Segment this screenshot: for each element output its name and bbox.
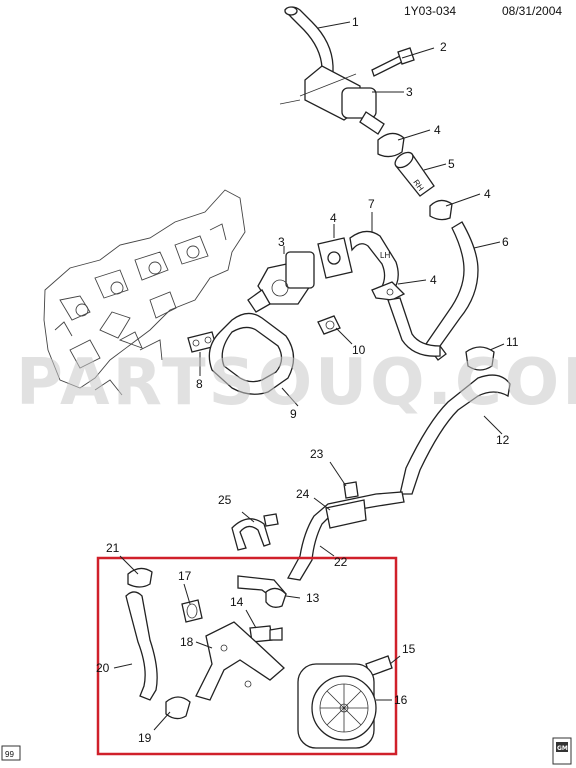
corner-badge-logo (556, 742, 568, 752)
callout-16: 16 (394, 693, 408, 707)
part-3-valve-lower (247, 251, 315, 313)
part-14-bolt (249, 625, 283, 643)
callout-18: 18 (180, 635, 194, 649)
callout-14: 14 (230, 595, 244, 609)
callout-1: 1 (352, 15, 359, 29)
callout-6: 6 (502, 235, 509, 249)
callout-23: 23 (310, 447, 324, 461)
part-22-pipe (286, 491, 405, 581)
callout-4-a: 4 (434, 123, 441, 137)
part-12-hose (399, 374, 511, 495)
part-11-clamp (465, 346, 495, 371)
callout-24: 24 (296, 487, 310, 501)
callouts: 1 2 3 4 5 4 6 7 4 3 4 10 8 9 11 12 23 24… (96, 15, 519, 745)
part-4-clamp-b (429, 199, 453, 221)
part-17-grommet (181, 599, 203, 623)
callout-2: 2 (440, 40, 447, 54)
callout-7: 7 (368, 197, 375, 211)
engine-block (43, 189, 246, 396)
part-lh-pipe (387, 297, 441, 357)
part-16-air-pump (297, 663, 377, 749)
part-23-nut (343, 481, 359, 499)
callout-5: 5 (448, 157, 455, 171)
part-4-bracket-d (371, 281, 406, 301)
callout-3-lower: 3 (278, 235, 285, 249)
callout-3-upper: 3 (406, 85, 413, 99)
part-6-pipe (425, 221, 479, 361)
part-4-bracket-c (317, 237, 353, 279)
callout-8: 8 (196, 377, 203, 391)
hose-lh-mark: LH (380, 251, 390, 260)
callout-15: 15 (402, 642, 416, 656)
part-10-bolt (317, 315, 341, 335)
callout-17: 17 (178, 569, 192, 583)
callout-9: 9 (290, 407, 297, 421)
part-20-hose (125, 591, 158, 701)
callout-22: 22 (334, 555, 348, 569)
callout-12: 12 (496, 433, 510, 447)
part-19-clamp (165, 696, 191, 720)
callout-4-d: 4 (430, 273, 437, 287)
part-25-clip (231, 513, 279, 551)
part-3-valve-upper (279, 65, 385, 135)
part-21-clamp (127, 567, 153, 588)
callout-25: 25 (218, 493, 232, 507)
diagram-date: 08/31/2004 (502, 4, 562, 18)
part-4-clamp-a (377, 132, 405, 158)
callout-19: 19 (138, 731, 152, 745)
callout-4-c: 4 (330, 211, 337, 225)
part-2-bolt (371, 47, 415, 77)
callout-4-b: 4 (484, 187, 491, 201)
callout-13: 13 (306, 591, 320, 605)
page-mark-box (1, 745, 21, 761)
page-mark: 99 (5, 750, 14, 759)
part-5-hose-rh: RH (394, 151, 435, 197)
part-24-bracket (325, 499, 367, 529)
diagram-code: 1Y03-034 (404, 4, 456, 18)
watermark-text: PARTSOUQ.COM (16, 346, 576, 420)
corner-badge-text: GM (557, 745, 568, 752)
part-9-pipe (208, 312, 295, 395)
callout-11: 11 (506, 335, 519, 349)
leader-lines (113, 21, 505, 731)
callout-10: 10 (352, 343, 366, 357)
part-13-pipe (237, 575, 287, 608)
callout-21: 21 (106, 541, 120, 555)
callout-20: 20 (96, 661, 110, 675)
part-18-bracket (195, 621, 285, 701)
highlight-box (96, 556, 398, 756)
